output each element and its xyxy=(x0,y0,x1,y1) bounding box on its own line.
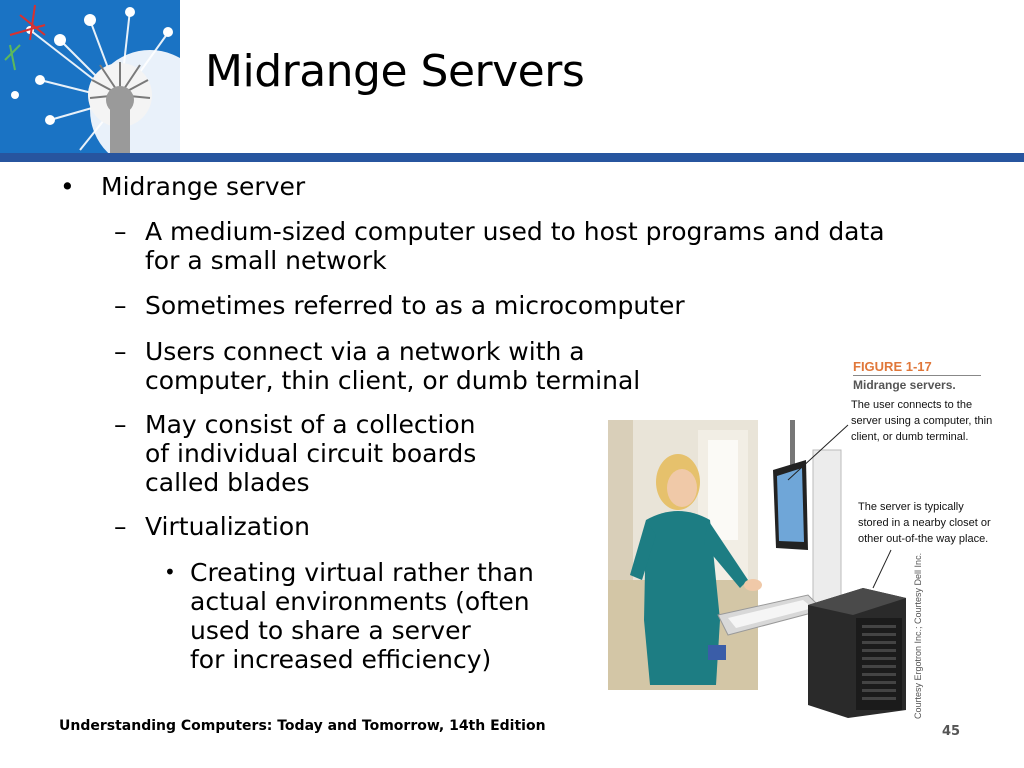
photo-credit: Courtesy Ergotron Inc.; Courtesy Dell In… xyxy=(913,552,923,719)
nested-point-line-4: for increased efficiency) xyxy=(190,645,492,674)
callout-server-line-1: The server is typically xyxy=(858,501,964,513)
sub-point-2-line-1: Sometimes referred to as a microcomputer xyxy=(145,291,685,320)
dash-marker: – xyxy=(114,512,127,541)
slide-title: Midrange Servers xyxy=(205,46,585,97)
sub-point-4-line-2: of individual circuit boards xyxy=(145,439,477,468)
footer-text: Understanding Computers: Today and Tomor… xyxy=(59,718,546,734)
midrange-server-photo xyxy=(608,420,953,720)
nested-point-line-2: actual environments (often xyxy=(190,587,530,616)
dash-marker: – xyxy=(114,291,127,320)
sub-point-4-line-3: called blades xyxy=(145,468,310,497)
dash-marker: – xyxy=(114,410,127,439)
sub-point-5-line-1: Virtualization xyxy=(145,512,310,541)
sub-point-3-line-2: computer, thin client, or dumb terminal xyxy=(145,366,641,395)
figure-label-rule xyxy=(853,375,981,376)
callout-user-line-1: The user connects to the xyxy=(851,399,973,411)
main-bullet: Midrange server xyxy=(101,172,306,201)
callout-server-line-2: stored in a nearby closet or xyxy=(858,517,991,529)
callout-user: The user connects to the server using a … xyxy=(851,397,992,445)
sub-point-1-line-2: for a small network xyxy=(145,246,387,275)
sub-point-4-line-1: May consist of a collection xyxy=(145,410,476,439)
figure-label: FIGURE 1-17 xyxy=(853,359,932,374)
nested-point-line-1: Creating virtual rather than xyxy=(190,558,534,587)
callout-server-line-3: other out-of-the way place. xyxy=(858,533,989,545)
sub-point-3-line-1: Users connect via a network with a xyxy=(145,337,585,366)
callout-user-line-2: server using a computer, thin xyxy=(851,415,993,427)
dash-marker: – xyxy=(114,337,127,366)
dash-marker: – xyxy=(114,217,127,246)
dandelion-logo xyxy=(0,0,180,153)
figure-caption: Midrange servers. xyxy=(853,378,956,392)
title-divider-bar xyxy=(0,153,1024,162)
nested-bullet-dot: • xyxy=(164,560,176,584)
sub-point-1-line-1: A medium-sized computer used to host pro… xyxy=(145,217,885,246)
bullet-dot: • xyxy=(60,172,75,201)
callout-user-line-3: client, or dumb terminal. xyxy=(851,431,969,443)
nested-point-line-3: used to share a server xyxy=(190,616,471,645)
callout-server: The server is typically stored in a near… xyxy=(858,499,991,547)
page-number: 45 xyxy=(942,724,961,739)
